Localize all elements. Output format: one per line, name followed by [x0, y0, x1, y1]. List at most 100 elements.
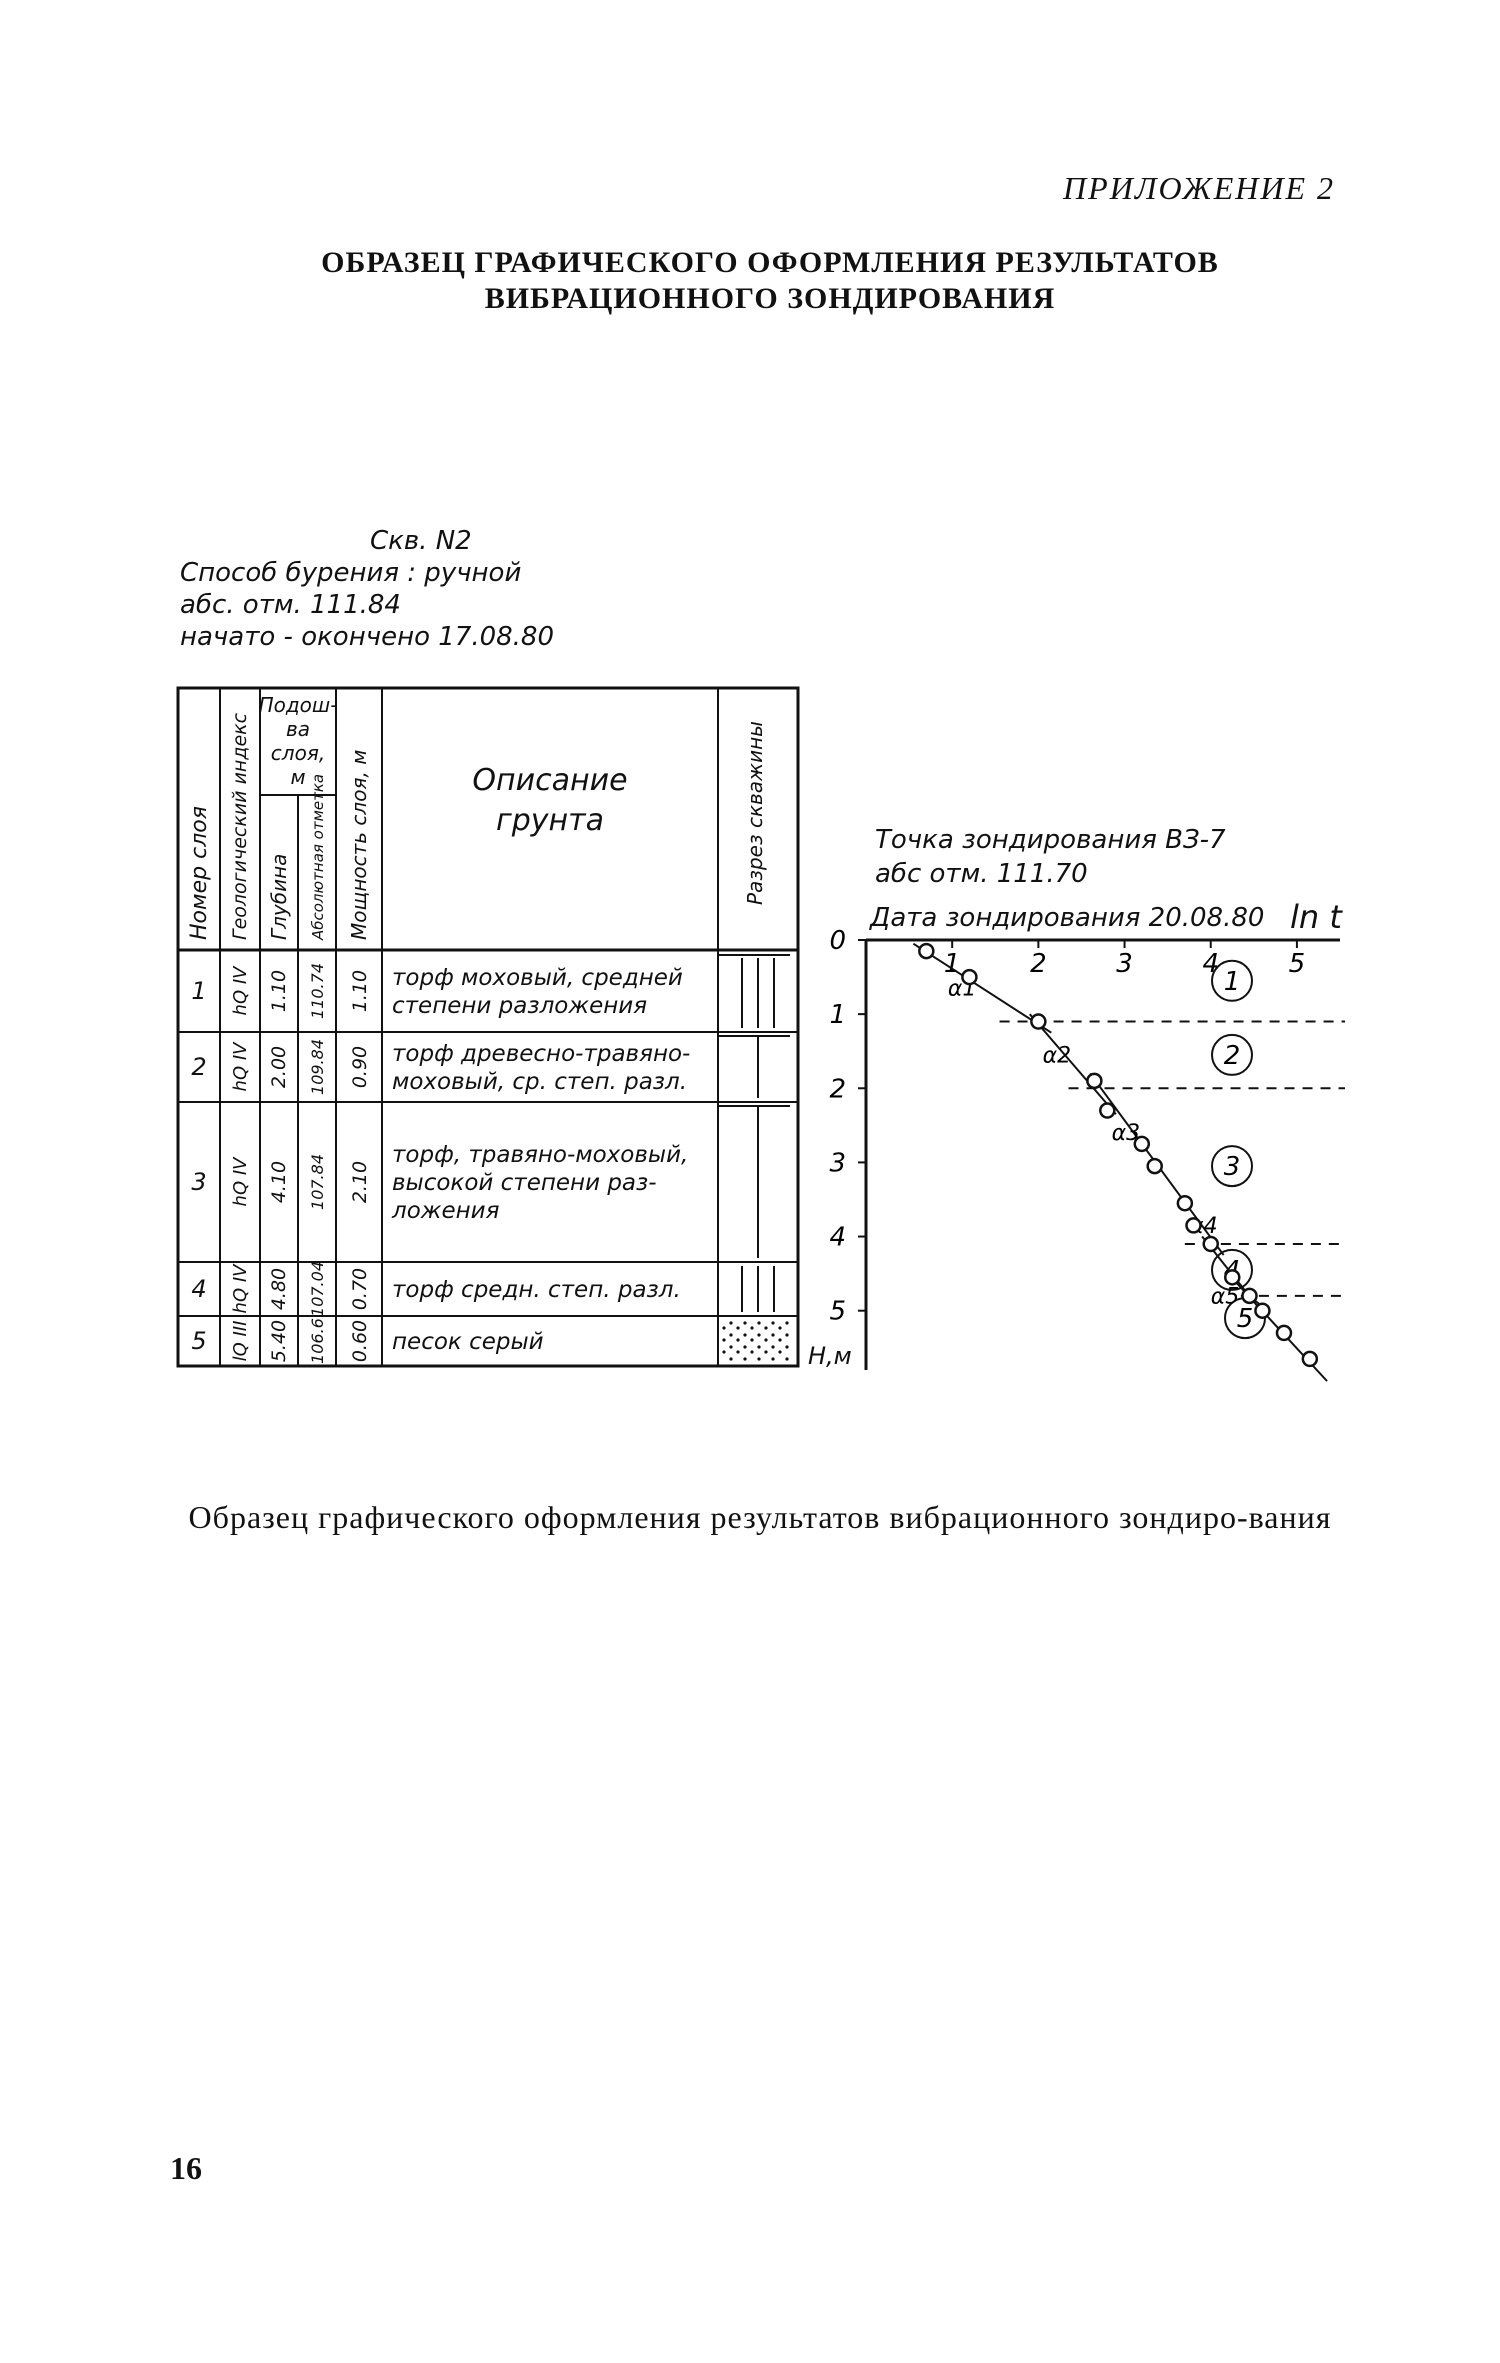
cell-abs: 110.74: [308, 963, 327, 1019]
well-info: Скв. N2 Способ бурения : ручной абс. отм…: [180, 525, 554, 653]
drilling-dates: начато - окончено 17.08.80: [180, 622, 555, 652]
cell-thickness: 2.10: [349, 1161, 371, 1203]
svg-text:грунта: грунта: [496, 803, 604, 838]
data-point: [918, 942, 935, 960]
cell-description: торф моховый, средней: [392, 965, 683, 991]
header-bottom: Подош-: [259, 693, 338, 717]
well-number: Скв. N2: [370, 526, 472, 556]
x-tick-label: 2: [1030, 949, 1047, 979]
data-point: [1301, 1350, 1319, 1368]
cell-description: песок серый: [392, 1329, 544, 1355]
y-tick-label: 3: [829, 1148, 846, 1178]
x-tick-label: 4: [1202, 949, 1219, 979]
angle-label: α2: [1043, 1043, 1072, 1068]
appendix-label: ПРИЛОЖЕНИЕ 2: [1063, 170, 1335, 206]
data-point: [1254, 1302, 1271, 1319]
header-section: Разрез скважины: [743, 721, 767, 905]
cell-depth: 1.10: [268, 970, 290, 1012]
header-layer-no: Номер слоя: [187, 806, 212, 940]
layer-label-circle: [1211, 1033, 1253, 1076]
y-axis-label: Н,м: [808, 1342, 852, 1370]
svg-text:слоя,: слоя,: [271, 741, 325, 765]
cell-abs: 109.84: [308, 1039, 327, 1095]
layer-label-circle: [1211, 959, 1253, 1002]
data-point: [1146, 1157, 1163, 1175]
cell-depth: 5.40: [268, 1320, 290, 1362]
heading-line-1: ОБРАЗЕЦ ГРАФИЧЕСКОГО ОФОРМЛЕНИЯ РЕЗУЛЬТА…: [321, 246, 1219, 279]
header-geo-index: Геологический индекс: [229, 712, 251, 940]
header-thickness: Мощность слоя, м: [347, 750, 371, 940]
sounding-point: Точка зондирования ВЗ-7: [875, 825, 1226, 855]
heading-line-2: ВИБРАЦИОННОГО ЗОНДИРОВАНИЯ: [484, 282, 1056, 315]
sounding-plot: 1234501234512345α1α2α3α4α5: [829, 926, 1345, 1382]
layer-label: 5: [1237, 1304, 1254, 1334]
layer-label: 2: [1224, 1041, 1241, 1071]
cell-layer-no: 1: [191, 977, 206, 1005]
layer-label-circle: [1211, 1145, 1253, 1188]
y-tick-label: 4: [829, 1223, 846, 1253]
cell-layer-no: 5: [191, 1327, 206, 1355]
cell-thickness: 0.70: [349, 1268, 371, 1310]
section-fills: [718, 954, 792, 1362]
fit-line: [912, 942, 1052, 1034]
data-point: [1099, 1102, 1116, 1119]
cell-abs: 107.84: [308, 1154, 327, 1210]
cell-depth: 2.00: [268, 1046, 290, 1088]
y-tick-label: 2: [829, 1074, 846, 1104]
data-point: [961, 968, 978, 986]
data-point: [1275, 1324, 1293, 1342]
layer-label: 3: [1224, 1152, 1241, 1182]
cell-description: моховый, ср. степ. разл.: [392, 1069, 687, 1095]
cell-abs: 107.04: [308, 1261, 327, 1317]
figure-caption: Образец графического оформления результа…: [170, 1498, 1350, 1536]
data-point: [1030, 1013, 1047, 1030]
y-tick-label: 0: [829, 926, 846, 956]
cell-depth: 4.80: [268, 1268, 290, 1310]
layer-label: 1: [1224, 967, 1241, 997]
header-abs: Абсолютная отметка: [309, 774, 327, 941]
cell-layer-no: 4: [191, 1275, 206, 1303]
cell-geo-index: hQ IV: [230, 965, 251, 1016]
page-number: 16: [170, 2150, 202, 2186]
data-point: [1241, 1287, 1258, 1305]
data-point: [1224, 1269, 1241, 1286]
caption-text: Образец графического оформления результа…: [188, 1499, 1332, 1535]
x-tick-label: 5: [1289, 949, 1306, 979]
sounding-date: Дата зондирования 20.08.80: [869, 903, 1264, 933]
cell-geo-index: lQ III: [230, 1321, 251, 1362]
cell-abs: 106.6: [308, 1318, 327, 1364]
data-point: [1202, 1235, 1219, 1253]
svg-text:ва: ва: [286, 717, 310, 741]
cell-description: торф древесно-травяно-: [392, 1041, 690, 1067]
cell-geo-index: hQ IV: [230, 1041, 251, 1092]
header-depth: Глубина: [267, 854, 291, 940]
drilling-method: Способ бурения : ручной: [180, 558, 522, 588]
data-point: [1185, 1217, 1202, 1234]
cell-geo-index: hQ IV: [230, 1156, 251, 1207]
data-point: [1133, 1135, 1151, 1153]
svg-text:м: м: [290, 765, 305, 789]
cell-geo-index: hQ IV: [230, 1263, 251, 1314]
cell-thickness: 1.10: [349, 970, 371, 1012]
cell-description: торф средн. степ. разл.: [392, 1277, 681, 1303]
cell-description: торф, травяно-моховый,: [392, 1142, 688, 1168]
x-axis-label: ln t: [1290, 898, 1343, 936]
header-description: Описание: [472, 763, 627, 798]
cell-layer-no: 3: [191, 1168, 206, 1196]
well-abs-mark: абс. отм. 111.84: [180, 590, 401, 620]
data-point: [1176, 1194, 1194, 1212]
layer-label-circle: [1211, 1248, 1253, 1291]
cell-thickness: 0.60: [349, 1320, 371, 1362]
data-point: [1086, 1072, 1103, 1090]
cell-depth: 4.10: [268, 1161, 290, 1203]
fit-line: [1028, 1013, 1117, 1115]
cell-description: ложения: [391, 1198, 500, 1224]
cell-description: степени разложения: [392, 993, 647, 1019]
y-tick-label: 5: [829, 1297, 846, 1327]
y-tick-label: 1: [829, 1000, 846, 1030]
angle-label: α5: [1211, 1284, 1240, 1309]
x-tick-label: 3: [1116, 949, 1133, 979]
sounding-abs: абс отм. 111.70: [875, 859, 1088, 889]
cell-thickness: 0.90: [349, 1046, 371, 1088]
